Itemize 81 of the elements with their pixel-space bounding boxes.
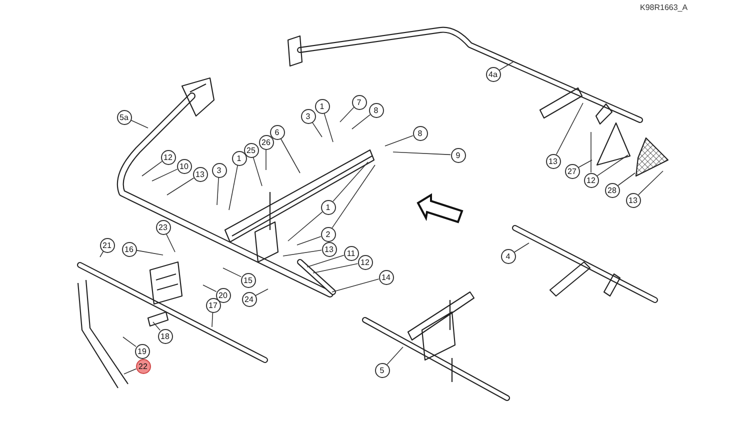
callout-number: 15 (240, 272, 256, 288)
leader-line (392, 152, 451, 156)
callout-number: 11 (344, 246, 358, 260)
callout-number: 13 (192, 166, 208, 182)
leader-line (212, 312, 214, 328)
callout-number: 5 (374, 362, 390, 378)
callout-number: 25 (244, 142, 258, 158)
leader-line (166, 233, 176, 252)
callout-number: 21 (100, 238, 114, 252)
callout-number: 1 (314, 98, 330, 114)
leader-line (228, 165, 238, 210)
leader-line (332, 164, 376, 228)
leader-line (222, 268, 242, 278)
leader-line (255, 288, 268, 296)
leader-line (216, 177, 219, 206)
leader-line (152, 168, 178, 182)
callout-number: 9 (450, 148, 466, 162)
callout-number: 10 (176, 158, 192, 174)
leader-line (514, 242, 530, 252)
callout-number: 2 (320, 226, 336, 242)
leader-line (386, 346, 404, 365)
leader-line (136, 250, 164, 256)
leader-line (556, 102, 584, 155)
callout-number: 8 (368, 102, 384, 118)
callout-number: 6 (270, 124, 284, 140)
leader-line (130, 120, 148, 128)
callout-number: 13 (546, 154, 560, 168)
leader-line (596, 154, 628, 176)
callout-number: 20 (216, 288, 230, 302)
callout-number: 24 (242, 292, 256, 306)
leader-line (306, 254, 344, 268)
leader-line (152, 322, 160, 331)
callout-number: 7 (352, 94, 366, 110)
callout-number: 19 (134, 344, 150, 358)
leader-line (499, 62, 514, 70)
callout-number: 8 (412, 126, 428, 140)
leader-line (312, 122, 322, 138)
leader-line (618, 172, 636, 186)
leader-line (332, 162, 368, 202)
callout-number: 23 (156, 220, 170, 234)
leader-line (142, 161, 162, 176)
callout-number: 1 (320, 200, 336, 214)
leader-line (202, 284, 217, 292)
leader-line (638, 170, 664, 196)
callout-number: 28 (604, 182, 620, 198)
leader-line (252, 156, 262, 186)
leader-line (296, 236, 322, 246)
callout-number: 12 (358, 254, 372, 270)
leader-line (340, 107, 354, 122)
leader-line (280, 138, 300, 174)
callout-number: 22 (136, 358, 150, 374)
leader-line (312, 263, 358, 274)
callout-number: 18 (158, 328, 172, 344)
callout-number: 5a (116, 110, 132, 124)
callout-number: 12 (160, 150, 176, 164)
callout-number: 26 (258, 134, 274, 150)
callout-number: 16 (122, 242, 136, 256)
leader-line (282, 250, 322, 256)
leader-line (166, 178, 194, 196)
callout-number: 14 (378, 270, 394, 284)
callout-number: 27 (564, 164, 580, 178)
drawing-number: K98R1663_A (640, 3, 688, 12)
leader-line (590, 132, 592, 173)
leader-line (288, 212, 323, 242)
leader-line (352, 114, 370, 130)
leader-line (578, 160, 592, 168)
callout-number: 4a (486, 66, 500, 82)
callout-number: 13 (626, 192, 640, 208)
callout-number: 4 (500, 248, 516, 264)
leader-line (122, 336, 136, 347)
leader-line (324, 112, 334, 142)
leader-line (332, 278, 380, 292)
callout-number: 3 (212, 162, 226, 178)
leader-line (100, 251, 104, 258)
leader-line (124, 368, 136, 374)
callout-number: 1 (232, 150, 246, 166)
callout-number: 13 (322, 242, 336, 256)
callout-number: 12 (584, 172, 598, 188)
callout-number: 3 (300, 108, 316, 124)
callout-number: 17 (206, 298, 220, 312)
leader-line (384, 135, 414, 146)
